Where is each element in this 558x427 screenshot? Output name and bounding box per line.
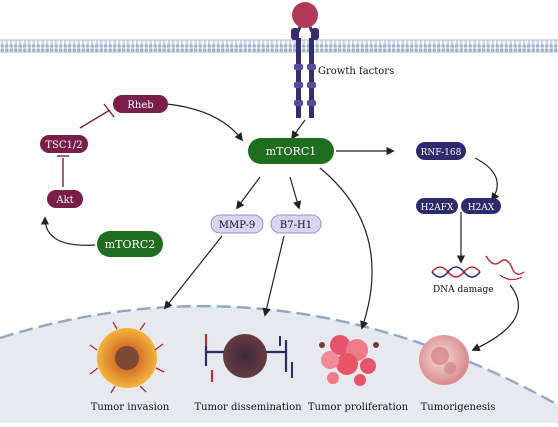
tumorigenesis-icon	[419, 335, 469, 385]
svg-text:B7-H1: B7-H1	[280, 220, 312, 231]
tumor-dissemination-icon	[204, 334, 293, 382]
node-akt: Akt	[47, 190, 83, 208]
node-rnf168: RNF-168	[416, 142, 466, 160]
tumor-proliferation-icon	[319, 335, 379, 386]
dna-damage-label: DNA damage	[433, 285, 494, 295]
node-mmp9: MMP-9	[210, 214, 264, 234]
node-tsc1-2: TSC1/2	[40, 135, 88, 153]
svg-text:mTORC1: mTORC1	[266, 145, 316, 158]
label-tumor-dissemination: Tumor dissemination	[194, 402, 302, 413]
svg-text:TSC1/2: TSC1/2	[45, 140, 82, 151]
node-h2ax: H2AX	[461, 198, 501, 214]
svg-text:H2AX: H2AX	[468, 203, 495, 213]
label-tumorigenesis: Tumorigenesis	[421, 402, 496, 413]
tumor-invasion-icon	[89, 321, 165, 394]
growth-factor-receptor	[291, 2, 319, 118]
node-mtorc1: mTORC1	[248, 138, 334, 164]
svg-text:Akt: Akt	[55, 195, 73, 206]
label-tumor-proliferation: Tumor proliferation	[308, 402, 409, 413]
growth-factors-label: Growth factors	[318, 66, 394, 77]
dna-helix-icon	[431, 255, 525, 281]
svg-text:H2AFX: H2AFX	[421, 203, 454, 213]
node-mtorc2: mTORC2	[97, 231, 163, 257]
node-h2afx: H2AFX	[416, 198, 458, 214]
label-tumor-invasion: Tumor invasion	[91, 402, 170, 413]
svg-text:MMP-9: MMP-9	[219, 220, 255, 231]
svg-text:mTORC2: mTORC2	[105, 238, 155, 251]
svg-text:RNF-168: RNF-168	[421, 148, 462, 158]
node-b7h1: B7-H1	[270, 214, 322, 234]
node-rheb: Rheb	[113, 95, 168, 113]
svg-text:Rheb: Rheb	[127, 100, 153, 111]
plasma-membrane	[0, 39, 558, 53]
pathway-arrows	[40, 103, 519, 351]
